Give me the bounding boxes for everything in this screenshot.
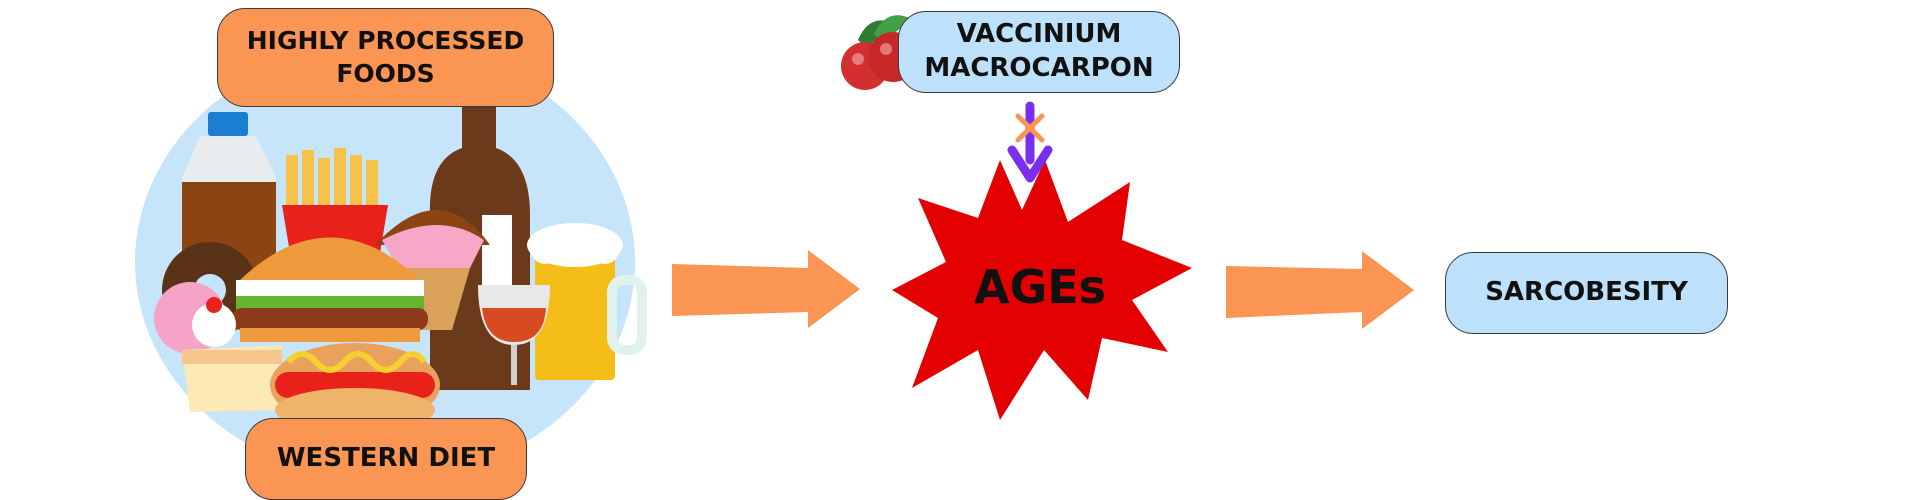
ages-starburst: [892, 160, 1192, 420]
vaccinium-label: VACCINIUM MACROCARPON: [898, 11, 1180, 93]
arrow-ages-to-sarcobesity: [1226, 251, 1414, 329]
inhibition-arrow: [1007, 101, 1053, 183]
western-diet-label: WESTERN DIET: [245, 418, 527, 500]
sarcobesity-text: SARCOBESITY: [1485, 277, 1688, 308]
western-diet-text: WESTERN DIET: [276, 443, 496, 474]
highly-processed-foods-label: HIGHLY PROCESSED FOODS: [217, 8, 554, 107]
fast-food-cluster-icon: [154, 50, 647, 432]
arrow-foods-to-ages: [672, 250, 860, 328]
sarcobesity-label: SARCOBESITY: [1445, 252, 1728, 334]
vaccinium-text: VACCINIUM MACROCARPON: [924, 19, 1154, 83]
ages-label: AGEs: [973, 260, 1107, 314]
highly-processed-foods-text: HIGHLY PROCESSED FOODS: [246, 26, 525, 88]
inhibition-x-icon: [1015, 113, 1045, 143]
